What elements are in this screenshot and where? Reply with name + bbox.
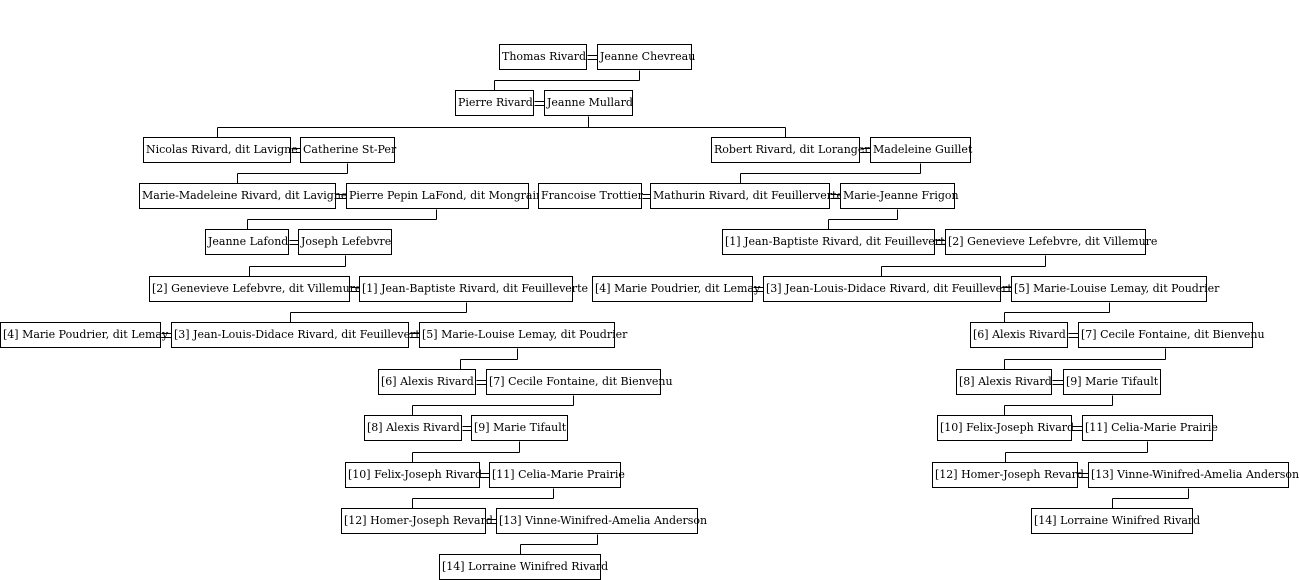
node-celia-marie-prairie-right: [11] Celia-Marie Prairie xyxy=(1082,415,1218,441)
node-robert-rivard: Robert Rivard, dit Loranger xyxy=(711,137,870,163)
node-lorraine-rivard-right: [14] Lorraine Winifred Rivard xyxy=(1031,508,1200,534)
node-marie-poudrier-left: [4] Marie Poudrier, dit Lemay xyxy=(0,322,168,348)
node-alexis-rivard-8-right: [8] Alexis Rivard xyxy=(956,369,1052,395)
node-genevieve-lefebvre-left: [2] Genevieve Lefebvre, dit Villemure xyxy=(149,276,361,302)
node-genevieve-lefebvre-right: [2] Genevieve Lefebvre, dit Villemure xyxy=(945,229,1157,255)
node-pierre-pepin-lafond: Pierre Pepin LaFond, dit Mongrain xyxy=(346,183,543,209)
node-cecile-fontaine-left: [7] Cecile Fontaine, dit Bienvenu xyxy=(486,369,673,395)
node-madeleine-guillet: Madeleine Guillet xyxy=(870,137,972,163)
node-marie-jeanne-frigon: Marie-Jeanne Frigon xyxy=(840,183,959,209)
node-jeanne-mullard: Jeanne Mullard xyxy=(544,90,633,116)
node-marie-madeleine-rivard: Marie-Madeleine Rivard, dit Lavigne xyxy=(139,183,347,209)
node-pierre-rivard: Pierre Rivard xyxy=(455,90,534,116)
node-felix-joseph-rivard-left: [10] Felix-Joseph Rivard xyxy=(345,462,482,488)
node-jean-baptiste-rivard-right: [1] Jean-Baptiste Rivard, dit Feuillever… xyxy=(722,229,951,255)
node-jean-louis-didace-rivard-right: [3] Jean-Louis-Didace Rivard, dit Feuill… xyxy=(763,276,1018,302)
node-marie-tifault-left: [9] Marie Tifault xyxy=(471,415,568,441)
node-francoise-trottier: Francoise Trottier xyxy=(538,183,643,209)
node-nicolas-rivard: Nicolas Rivard, dit Lavigne xyxy=(143,137,298,163)
node-lorraine-rivard-left: [14] Lorraine Winifred Rivard xyxy=(439,554,608,580)
node-alexis-rivard-6-right: [6] Alexis Rivard xyxy=(970,322,1068,348)
node-jeanne-lafond: Jeanne Lafond xyxy=(205,229,289,255)
node-jean-baptiste-rivard-left: [1] Jean-Baptiste Rivard, dit Feuillever… xyxy=(359,276,588,302)
node-jean-louis-didace-rivard-left: [3] Jean-Louis-Didace Rivard, dit Feuill… xyxy=(171,322,426,348)
node-alexis-rivard-8-left: [8] Alexis Rivard xyxy=(364,415,462,441)
node-thomas-rivard: Thomas Rivard xyxy=(499,44,587,70)
node-felix-joseph-rivard-right: [10] Felix-Joseph Rivard xyxy=(937,415,1074,441)
node-vinne-winifred-anderson-left: [13] Vinne-Winifred-Amelia Anderson xyxy=(496,508,707,534)
node-marie-poudrier-right: [4] Marie Poudrier, dit Lemay xyxy=(592,276,760,302)
node-homer-joseph-revard-left: [12] Homer-Joseph Revard xyxy=(341,508,493,534)
node-marie-louise-lemay-right: [5] Marie-Louise Lemay, dit Poudrier xyxy=(1011,276,1219,302)
node-marie-louise-lemay-left: [5] Marie-Louise Lemay, dit Poudrier xyxy=(419,322,627,348)
node-marie-tifault-right: [9] Marie Tifault xyxy=(1063,369,1161,395)
node-alexis-rivard-6-left: [6] Alexis Rivard xyxy=(378,369,476,395)
node-homer-joseph-revard-right: [12] Homer-Joseph Revard xyxy=(932,462,1084,488)
node-joseph-lefebvre: Joseph Lefebvre xyxy=(298,229,392,255)
node-cecile-fontaine-right: [7] Cecile Fontaine, dit Bienvenu xyxy=(1078,322,1265,348)
node-jeanne-chevreau: Jeanne Chevreau xyxy=(597,44,695,70)
node-vinne-winifred-anderson-right: [13] Vinne-Winifred-Amelia Anderson xyxy=(1088,462,1299,488)
node-celia-marie-prairie-left: [11] Celia-Marie Prairie xyxy=(489,462,625,488)
node-mathurin-rivard: Mathurin Rivard, dit Feuillerverte xyxy=(650,183,843,209)
node-catherine-stper: Catherine St-Per xyxy=(300,137,396,163)
